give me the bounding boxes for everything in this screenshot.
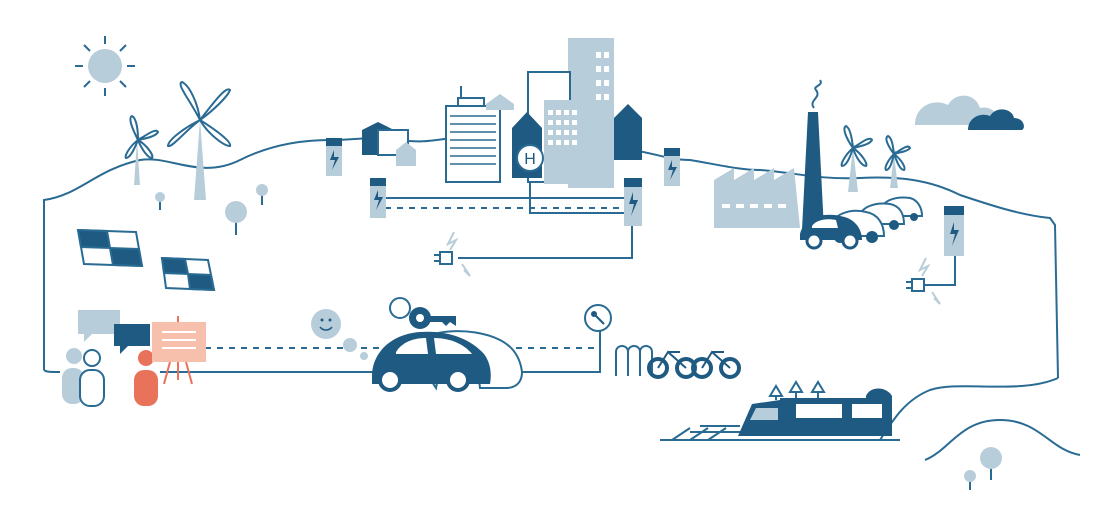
battery-charger-icon <box>624 178 642 226</box>
city-buildings-icon <box>362 38 642 188</box>
key-station-icon <box>584 304 612 332</box>
wind-turbine-icon <box>840 124 874 192</box>
wind-turbine-icon <box>166 80 232 200</box>
wind-turbine-icon <box>884 134 912 188</box>
battery-charger-icon <box>944 206 964 256</box>
hydrogen-station-label: H <box>524 151 536 168</box>
plug-icon <box>434 231 471 277</box>
people-icon <box>62 348 158 407</box>
battery-charger-icon <box>370 178 386 218</box>
sun-icon <box>75 36 135 96</box>
factory-icon <box>714 79 824 230</box>
tree-icon <box>155 184 1002 490</box>
cloud-icon <box>915 95 1024 130</box>
plug-icon <box>906 257 941 305</box>
electric-car-icon <box>372 330 524 392</box>
train-icon <box>660 380 900 441</box>
hydrogen-station-icon: H <box>516 144 544 172</box>
smiley-thought-bubble-icon <box>311 309 368 360</box>
car-sharing-key-icon <box>389 297 456 329</box>
presentation-board-icon <box>152 316 206 385</box>
electric-car-icon <box>800 214 862 250</box>
bike-sharing-icon <box>615 345 741 379</box>
solar-panel-icon <box>76 228 216 292</box>
battery-charger-icon <box>664 148 680 186</box>
battery-charger-icon <box>326 138 342 176</box>
wind-turbine-icon <box>124 114 160 185</box>
speech-bubble-icon <box>78 310 150 354</box>
